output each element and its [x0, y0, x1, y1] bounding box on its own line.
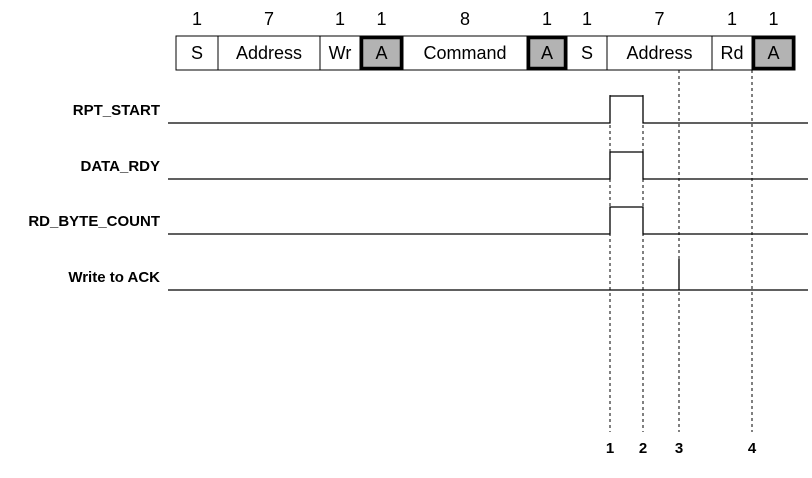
- frame-field-rd: Rd 1: [711, 9, 753, 71]
- marker-label: 3: [675, 440, 683, 457]
- field-label: A: [767, 43, 779, 63]
- frame-field-s: S1: [566, 9, 608, 71]
- marker-label: 1: [606, 440, 614, 457]
- ack-box: [751, 35, 796, 71]
- field-bit-count: 1: [335, 9, 345, 29]
- ack-box: [359, 35, 404, 71]
- timing-marker-3: 3: [675, 70, 683, 457]
- field-label: A: [375, 43, 387, 63]
- field-bit-count: 1: [192, 9, 202, 29]
- timing-markers: 1 2 3 4: [606, 70, 757, 457]
- signal-label: DATA_RDY: [81, 158, 160, 175]
- timing-marker-4: 4: [748, 70, 757, 457]
- field-label: Address: [236, 43, 302, 63]
- field-box: [217, 35, 321, 71]
- signal-label: RPT_START: [73, 102, 160, 119]
- ack-box: [526, 35, 568, 71]
- frame-field-a: A1: [526, 9, 568, 71]
- signal-data-rdy: DATA_RDY: [81, 151, 808, 180]
- field-label: Address: [626, 43, 692, 63]
- signal-label: Write to ACK: [68, 269, 160, 286]
- signal-label: RD_BYTE_COUNT: [28, 213, 160, 230]
- signal-write-to-ack: Write to ACK: [68, 259, 808, 291]
- frame-field-address: Address 7: [217, 9, 321, 71]
- field-label: Command: [423, 43, 506, 63]
- frame-field-a: A1: [359, 9, 404, 71]
- field-label: Wr: [329, 43, 352, 63]
- timing-marker-1: 1: [606, 95, 614, 457]
- signal-rpt-start: RPT_START: [73, 95, 808, 124]
- signal-rd-byte-count: RD_BYTE_COUNT: [28, 206, 808, 235]
- field-box: [606, 35, 713, 71]
- field-bit-count: 8: [460, 9, 470, 29]
- field-label: Rd: [720, 43, 743, 63]
- field-label: S: [191, 43, 203, 63]
- frame-field-s: S1: [175, 9, 219, 71]
- frame-field-command: Command 8: [402, 9, 528, 71]
- timing-marker-2: 2: [639, 95, 647, 457]
- signal-waveform: [168, 259, 808, 291]
- field-bit-count: 1: [376, 9, 386, 29]
- field-bit-count: 1: [768, 9, 778, 29]
- marker-label: 2: [639, 440, 647, 457]
- signal-waveforms: RPT_START DATA_RDY RD_BYTE_COUNT Write to A…: [28, 95, 808, 291]
- field-bit-count: 1: [727, 9, 737, 29]
- frame-border: [175, 35, 796, 71]
- signal-waveform: [168, 151, 808, 180]
- frame-field-address: Address 7: [606, 9, 713, 71]
- marker-label: 4: [748, 440, 757, 457]
- frame-field-wr: Wr 1: [319, 9, 361, 71]
- signal-waveform: [168, 95, 808, 124]
- field-bit-count: 7: [264, 9, 274, 29]
- field-bit-count: 1: [542, 9, 552, 29]
- field-label: A: [541, 43, 553, 63]
- field-bit-count: 7: [654, 9, 664, 29]
- field-label: S: [581, 43, 593, 63]
- frame-field-a: A1: [751, 9, 796, 71]
- field-bit-count: 1: [582, 9, 592, 29]
- signal-waveform: [168, 206, 808, 235]
